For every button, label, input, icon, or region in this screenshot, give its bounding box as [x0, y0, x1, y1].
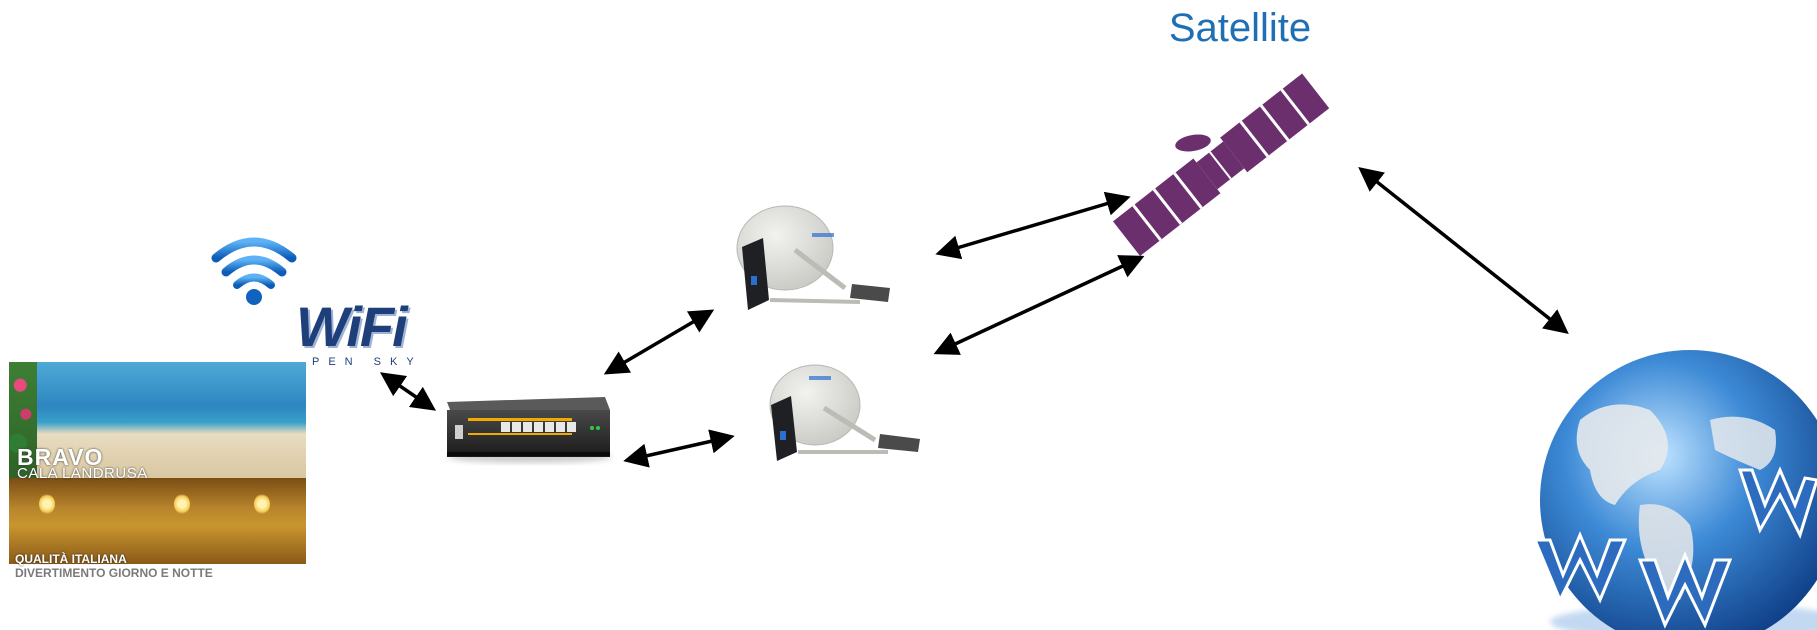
arrow-switch-dish1: [603, 309, 715, 375]
resort-name: BRAVO: [17, 444, 104, 470]
wifi-logo-main: WiFi: [296, 295, 408, 358]
satellite-dish-icon: [736, 205, 890, 310]
lamp-decoration: [39, 494, 55, 514]
resort-photo: BRAVO CALA LANDRUSA QUALITÀ ITALIANA DIV…: [9, 362, 306, 582]
arrow-satellite-globe: [1358, 166, 1569, 335]
arrow-dish2-satellite: [933, 255, 1145, 355]
flower-decoration: [9, 362, 37, 478]
wifi-logo: WiFi PEN SKY: [296, 292, 426, 374]
beach-photo: [9, 362, 306, 478]
arrow-switch-dish2: [623, 429, 735, 468]
arrow-dish1-satellite: [935, 191, 1131, 260]
satellite-label: Satellite: [1168, 6, 1312, 50]
globe-www-icon: [1532, 350, 1817, 630]
resort-tagline-1: QUALITÀ ITALIANA: [15, 552, 127, 566]
lamp-decoration: [254, 494, 270, 514]
restaurant-photo: [9, 478, 306, 564]
satellite-antenna-icon: [1175, 134, 1211, 152]
wifi-logo-subtitle: PEN SKY: [312, 356, 423, 368]
satellite-dish-icon: [769, 364, 920, 461]
arrow-wifi-switch: [379, 372, 437, 411]
lamp-decoration: [174, 494, 190, 514]
satellite-icon: [1112, 73, 1330, 256]
connection-arrows: [379, 166, 1569, 468]
network-switch-icon: [447, 397, 612, 463]
resort-tagline-2: DIVERTIMENTO GIORNO E NOTTE: [15, 566, 213, 580]
wifi-signal-icon: [211, 237, 297, 305]
resort-location: CALA LANDRUSA: [17, 465, 148, 482]
